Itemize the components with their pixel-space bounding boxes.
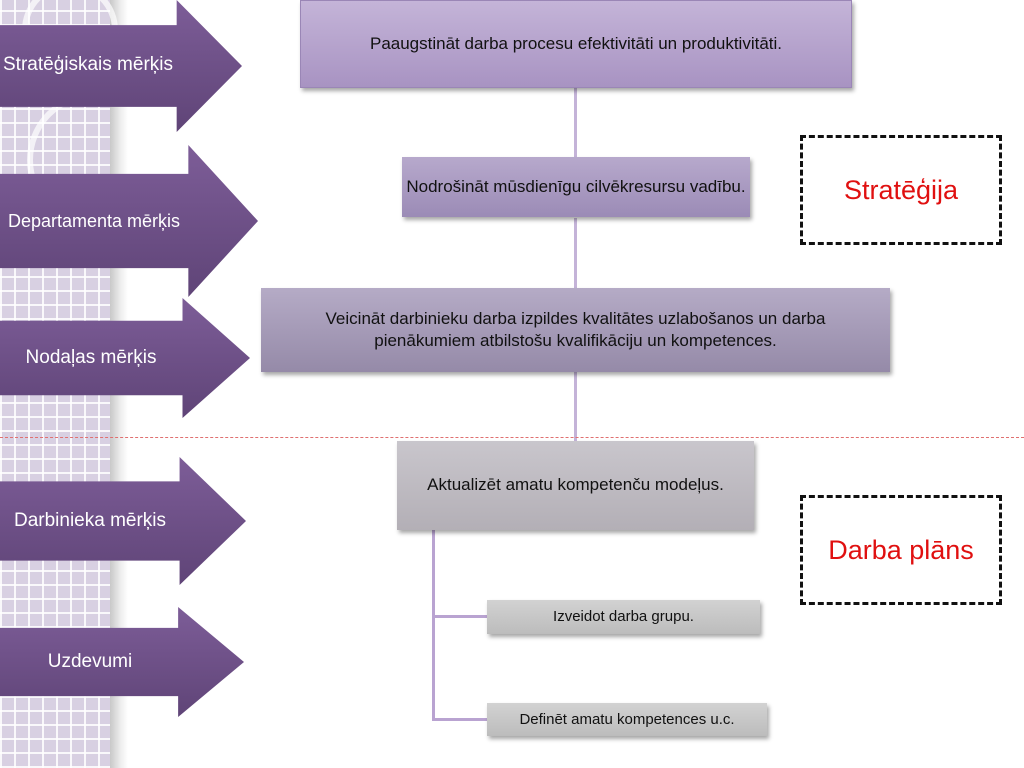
- connector-line: [574, 218, 577, 290]
- level-label-department: Departamenta mērķis: [7, 210, 181, 231]
- connector-line: [574, 88, 577, 158]
- connector-line: [432, 615, 488, 618]
- level-label-strategic: Stratēģiskais mērķis: [3, 54, 173, 76]
- node-text: Izveidot darba grupu.: [553, 608, 694, 626]
- node-text: Veicināt darbinieku darba izpildes kvali…: [325, 308, 826, 350]
- node-text: Nodrošināt mūsdienīgu cilvēkresursu vadī…: [406, 176, 746, 196]
- section-divider: [0, 437, 1024, 438]
- level-label-unit: Nodaļas mērķis: [25, 347, 157, 369]
- level-label-tasks: Uzdevumi: [47, 651, 133, 673]
- connector-line: [432, 530, 435, 720]
- connector-line: [574, 372, 577, 442]
- section-text: Stratēģija: [843, 174, 959, 205]
- node-text: Aktualizēt amatu kompetenču modeļus.: [427, 475, 724, 495]
- node-text: Definēt amatu kompetences u.c.: [519, 710, 735, 728]
- node-task-create-group: Izveidot darba grupu.: [487, 600, 760, 634]
- connector-line: [432, 718, 488, 721]
- node-department-goal: Nodrošināt mūsdienīgu cilvēkresursu vadī…: [402, 157, 750, 217]
- section-label-work-plan: Darba plāns: [800, 495, 1002, 605]
- node-task-define-competences: Definēt amatu kompetences u.c.: [487, 703, 767, 736]
- level-label-employee: Darbinieka mērķis: [13, 510, 167, 532]
- node-strategic-goal: Paaugstināt darba procesu efektivitāti u…: [300, 0, 852, 88]
- node-unit-goal: Veicināt darbinieku darba izpildes kvali…: [261, 288, 890, 372]
- section-label-strategy: Stratēģija: [800, 135, 1002, 245]
- node-text: Paaugstināt darba procesu efektivitāti u…: [369, 33, 783, 53]
- node-employee-goal: Aktualizēt amatu kompetenču modeļus.: [397, 441, 754, 530]
- section-text: Darba plāns: [828, 534, 974, 565]
